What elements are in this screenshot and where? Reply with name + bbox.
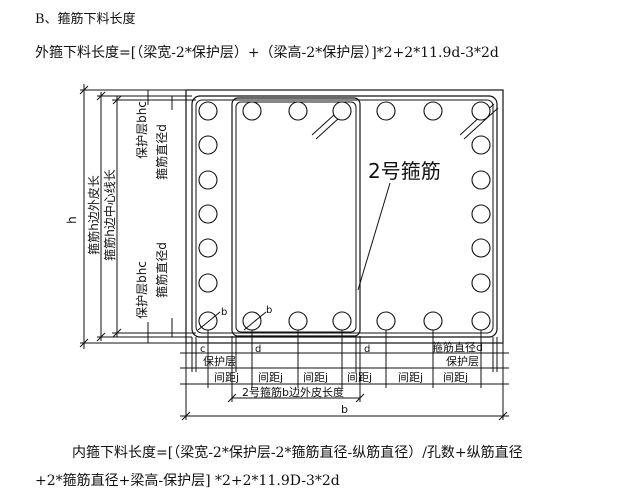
left-dimension-lines bbox=[79, 84, 196, 349]
spacing-label: 间距j bbox=[258, 371, 283, 384]
small-b-label-2: b bbox=[266, 305, 272, 316]
inner-stirrup-inner bbox=[235, 101, 357, 333]
diam-right-label: 箍筋直径d bbox=[432, 340, 483, 354]
cover-top-label: 保护层bhc bbox=[135, 101, 149, 159]
cover-bottom-label: 保护层bhc bbox=[135, 261, 149, 319]
dim-d-label-2: d bbox=[364, 344, 370, 355]
dim-b-label: b bbox=[341, 403, 348, 416]
beam-outline bbox=[185, 89, 504, 344]
diam-bottom-label: 箍筋直径d bbox=[154, 242, 169, 298]
center-line-h-label: 箍筋h边中心线长 bbox=[102, 169, 117, 261]
diam-top-label: 箍筋直径d bbox=[154, 124, 169, 180]
spacing-label: 间距j bbox=[347, 371, 372, 384]
cover-right-label: 保护层 bbox=[446, 354, 479, 368]
spacing-label: 间距j bbox=[398, 371, 423, 384]
dim-c-label: c bbox=[200, 344, 206, 355]
small-b-label-1: b bbox=[221, 307, 227, 318]
inner-stirrup-outer bbox=[231, 97, 361, 337]
small-b-marks bbox=[197, 311, 267, 331]
section-title: B、箍筋下料长度 bbox=[35, 12, 136, 27]
outer-stirrup-outer bbox=[191, 95, 498, 338]
longitudinal-bars bbox=[198, 101, 491, 331]
dim-d-label-1: d bbox=[255, 344, 261, 355]
cover-left-label: 保护层 bbox=[203, 354, 236, 368]
outer-stirrup-inner bbox=[195, 99, 494, 334]
bottom-dimension-lines bbox=[180, 330, 509, 421]
outer-stirrup-formula: 外箍下料长度=[（梁宽-2*保护层）+（梁高-2*保护层）]*2+2*11.9d… bbox=[35, 45, 499, 61]
dim-h-label: h bbox=[65, 216, 79, 224]
spacing-label: 间距j bbox=[214, 371, 239, 384]
inner-stirrup-formula-line1: 内箍下料长度=[（梁宽-2*保护层-2*箍筋直径-纵筋直径）/孔数+纵筋直径 bbox=[72, 445, 523, 461]
spacing-label: 间距j bbox=[443, 371, 468, 384]
stirrup-2-label: 2号箍筋 bbox=[368, 159, 441, 183]
inner-stirrup-formula-line2: +2*箍筋直径+梁高-保护层] *2+2*11.9D-3*2d bbox=[35, 473, 340, 489]
stirrup-2-b-outer-label: 2号箍筋b边外皮长度 bbox=[242, 385, 344, 399]
spacing-label: 间距j bbox=[303, 371, 328, 384]
outer-skin-h-label: 箍筋h边外皮长 bbox=[86, 175, 101, 255]
stirrup-2-leader bbox=[357, 182, 391, 291]
